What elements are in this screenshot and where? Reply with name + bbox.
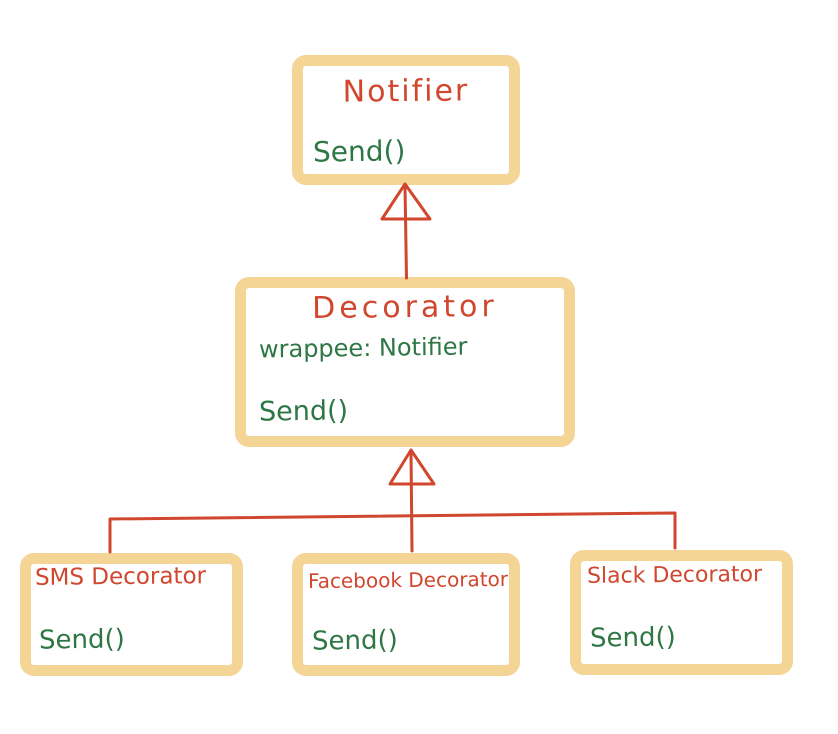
class-member-send: Send()	[38, 624, 125, 656]
class-name-sms-decorator: SMS Decorator	[34, 563, 207, 591]
arrow-children-to-decorator-line	[409, 449, 414, 553]
class-box-sms-decorator: SMS Decorator Send()	[20, 553, 243, 676]
arrow-decorator-to-notifier-triangle-icon	[380, 182, 432, 221]
class-name-facebook-decorator: Facebook Decorator	[307, 566, 509, 594]
class-name-notifier: Notifier	[342, 73, 470, 110]
class-member-send: Send()	[258, 395, 349, 428]
arrow-children-to-decorator-triangle-icon	[388, 448, 436, 486]
class-box-notifier: Notifier Send()	[292, 55, 520, 185]
class-member-wrappee: wrappee: Notifier	[258, 332, 468, 364]
class-member-send: Send()	[311, 625, 398, 657]
branch-connector-line	[108, 511, 677, 554]
class-name-slack-decorator: Slack Decorator	[586, 562, 763, 589]
arrow-decorator-to-notifier-line	[403, 184, 408, 280]
class-box-facebook-decorator: Facebook Decorator Send()	[292, 553, 520, 676]
class-member-send: Send()	[312, 134, 406, 169]
class-box-decorator: Decorator wrappee: Notifier Send()	[235, 277, 575, 447]
class-box-slack-decorator: Slack Decorator Send()	[570, 550, 793, 675]
class-member-send: Send()	[589, 622, 676, 654]
class-name-decorator: Decorator	[312, 289, 498, 326]
